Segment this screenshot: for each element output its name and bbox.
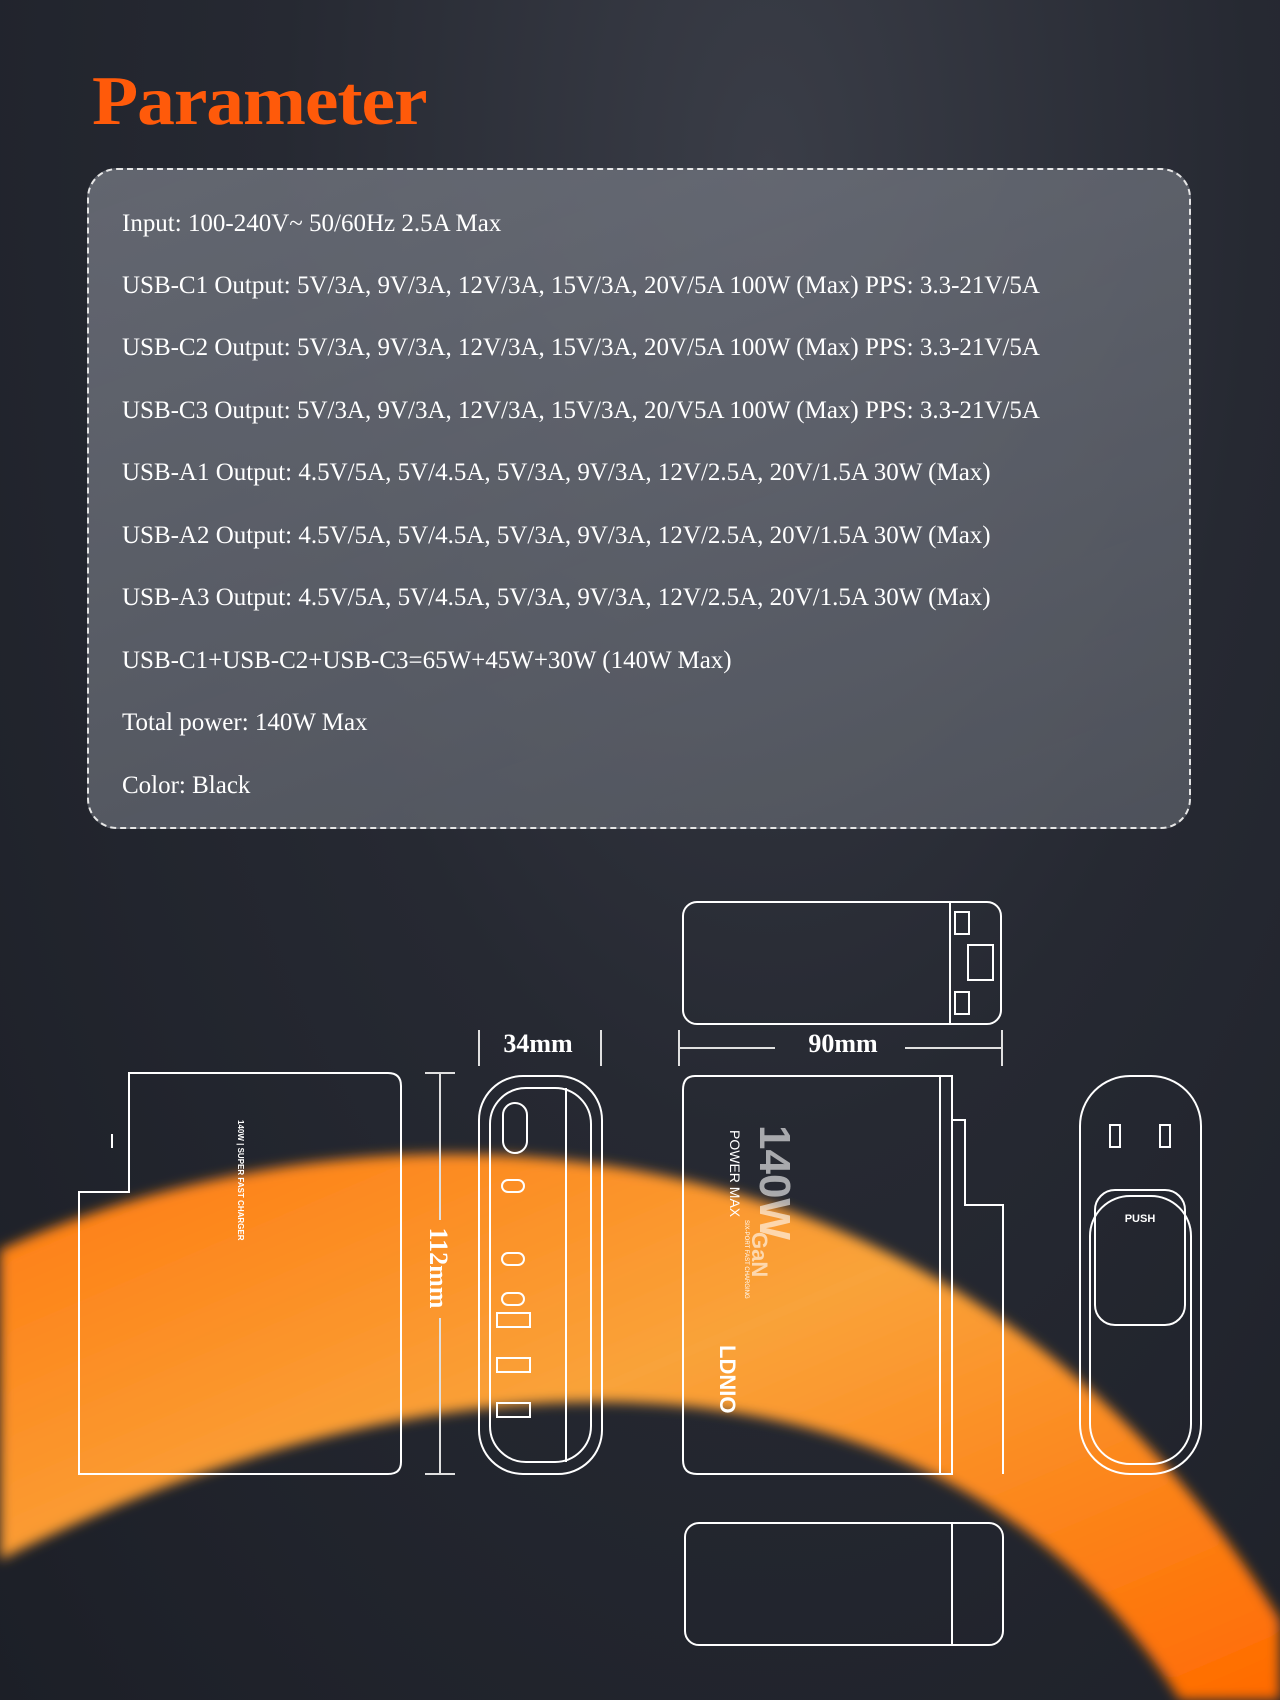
brand-logo: LDNIO [715,1345,740,1413]
spec-usb-a2: USB-A2 Output: 4.5V/5A, 5V/4.5A, 5V/3A, … [122,520,991,549]
spec-usb-c1: USB-C1 Output: 5V/3A, 9V/3A, 12V/3A, 15V… [122,270,1040,299]
main-view-drawing [682,1075,1004,1475]
front-view-drawing [478,1075,603,1475]
tagline-label: SIX-PORT FAST CHARGING [743,1220,749,1299]
spec-usb-c2: USB-C2 Output: 5V/3A, 9V/3A, 12V/3A, 15V… [122,332,1040,361]
dimension-lines [425,1030,1003,1475]
side-view-drawing [78,1072,402,1475]
top-view-drawing [682,901,1002,1025]
spec-input: Input: 100-240V~ 50/60Hz 2.5A Max [122,208,502,237]
depth-dimension-label: 34mm [503,1029,573,1058]
spec-usb-c3: USB-C3 Output: 5V/3A, 9V/3A, 12V/3A, 15V… [122,395,1040,424]
push-label: PUSH [1125,1213,1156,1225]
spec-color: Color: Black [122,770,251,799]
spec-panel: Input: 100-240V~ 50/60Hz 2.5A Max USB-C1… [87,168,1191,829]
orange-ring-decoration [0,1154,1280,1700]
wattage-logo: 140W [750,1125,799,1240]
page-title: Parameter [92,63,428,140]
power-max-label: POWER MAX [727,1130,743,1218]
spec-usb-a1: USB-A1 Output: 4.5V/5A, 5V/4.5A, 5V/3A, … [122,457,991,486]
gan-logo: GaN [747,1232,772,1277]
spec-label-title: 140W | SUPER FAST CHARGER [236,1120,245,1241]
bottom-view-drawing [684,1522,1004,1646]
height-dimension-label: 112mm [424,1228,453,1309]
spec-usb-a3: USB-A3 Output: 4.5V/5A, 5V/4.5A, 5V/3A, … [122,582,991,611]
spec-total-power: Total power: 140W Max [122,707,368,736]
spec-combined: USB-C1+USB-C2+USB-C3=65W+45W+30W (140W M… [122,645,732,674]
rear-view-drawing [1079,1075,1202,1475]
width-dimension-label: 90mm [808,1029,878,1058]
